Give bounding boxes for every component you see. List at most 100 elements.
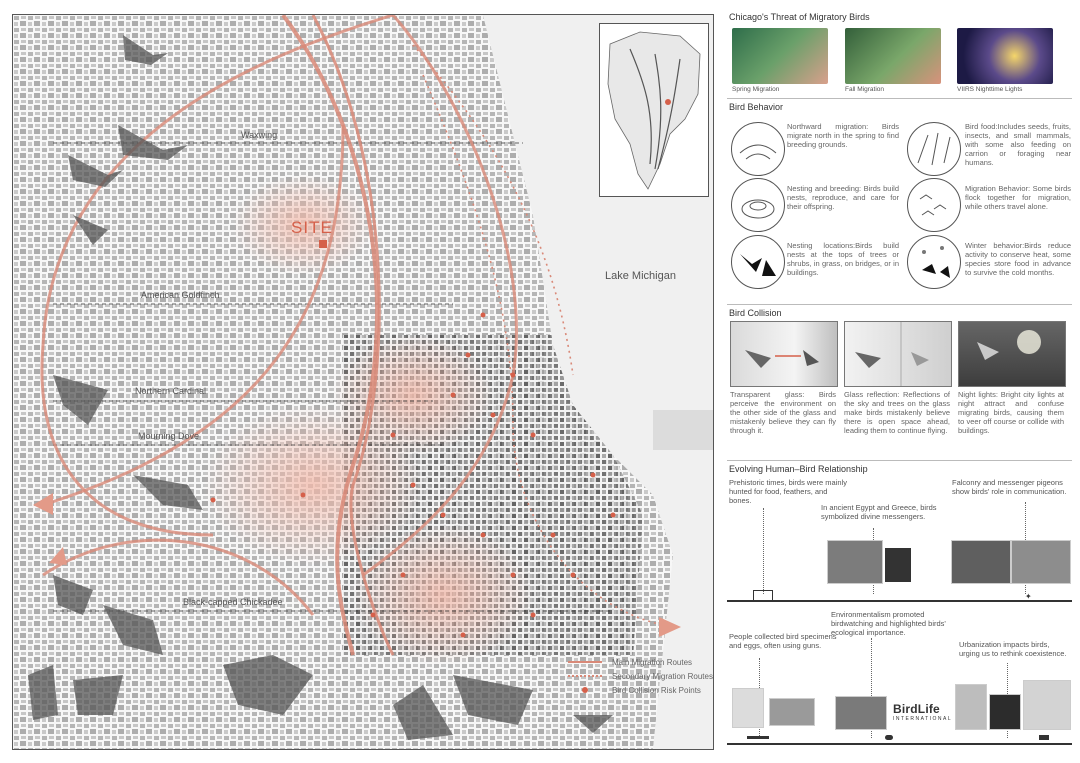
relationship-rule <box>727 460 1072 461</box>
collision-title: Bird Collision <box>729 308 782 318</box>
gull-3 <box>453 675 533 725</box>
relationship-text-0: Prehistoric times, birds were mainly hun… <box>729 478 847 505</box>
route-arrow-2 <box>49 547 67 565</box>
relationship-text-5: Urbanization impacts birds, urging us to… <box>959 640 1067 658</box>
timeline-leader-0 <box>763 508 764 594</box>
pier <box>653 410 713 450</box>
cardinal-2 <box>73 675 123 715</box>
winter-behavior-icon <box>907 235 961 289</box>
map-legend: Main Migration Routes Secondary Migratio… <box>568 655 713 697</box>
timeline-leader-4 <box>871 638 872 738</box>
collision-text-2: Night lights: Bright city lights at nigh… <box>958 390 1064 435</box>
behavior-text-2: Nesting and breeding: Birds build nests,… <box>787 184 899 211</box>
inset-route-3 <box>657 58 681 170</box>
bird-migration-sketch-icon <box>731 122 785 176</box>
threat-title: Chicago's Threat of Migratory Birds <box>729 12 870 22</box>
specimen-photo <box>732 688 764 728</box>
building-marker-icon <box>1039 735 1049 740</box>
main-route-5 <box>42 124 345 507</box>
bird-silhouettes <box>28 35 613 740</box>
binocular-marker-icon <box>885 735 893 740</box>
legend-risk-label: Bird Collision Risk Points <box>612 685 701 695</box>
nest-location-icon <box>731 235 785 289</box>
viirs-night-lights-map <box>957 28 1053 84</box>
north-america-inset-map <box>599 23 709 197</box>
relationship-text-1: In ancient Egypt and Greece, birds symbo… <box>821 503 937 521</box>
gull-1 <box>133 475 203 510</box>
bird-label-waxwing: Waxwing <box>241 130 278 140</box>
cardinal-1 <box>28 665 58 720</box>
bird-label-chickadee: Black-capped Chickadee <box>183 597 283 607</box>
nest-sketch-icon <box>731 178 785 232</box>
info-panel: Chicago's Threat of Migratory Birds Spri… <box>727 8 1072 756</box>
legend-secondary-swatch <box>568 671 602 681</box>
goose-1 <box>118 125 188 160</box>
viirs-caption: VIIRS Nighttime Lights <box>957 86 1023 93</box>
goose-2 <box>68 155 123 187</box>
timeline-axis-lower <box>727 743 1072 745</box>
inset-route-1 <box>629 48 652 165</box>
egg-collection-photo <box>769 698 815 726</box>
gun-marker-icon <box>747 736 769 739</box>
goose-4 <box>53 575 93 615</box>
goose-5 <box>103 605 163 655</box>
bird-label-goldfinch: American Goldfinch <box>141 290 220 300</box>
swallow-1 <box>73 215 108 245</box>
behavior-text-4: Nesting locations:Birds build nests at t… <box>787 241 899 277</box>
urban-bird-photo-2 <box>989 694 1021 730</box>
relationship-title: Evolving Human–Bird Relationship <box>729 464 868 474</box>
inset-route-2 <box>654 53 662 170</box>
site-marker <box>319 240 327 248</box>
map-canvas <box>13 15 713 749</box>
risk-glow-3 <box>353 525 533 665</box>
lake-label: Lake Michigan <box>605 270 676 282</box>
spring-migration-map <box>732 28 828 84</box>
inset-canvas <box>607 31 701 190</box>
horus-falcon-figure <box>885 548 911 582</box>
legend-main-swatch <box>568 657 602 667</box>
birdwatching-photo <box>835 696 887 730</box>
transparent-glass-image <box>730 321 838 387</box>
prehistoric-marker-icon <box>753 590 773 600</box>
inset-continent <box>607 31 701 190</box>
route-arrow-1 <box>33 493 53 515</box>
falcon-marker-icon: ✦ <box>1025 592 1032 601</box>
behavior-text-3: Migration Behavior: Some birds flock tog… <box>965 184 1071 211</box>
birdlife-logo-sub: INTERNATIONAL <box>893 716 953 722</box>
relationship-text-3: People collected bird specimens and eggs… <box>729 632 837 650</box>
inset-chicago-marker <box>665 99 671 105</box>
behavior-text-1: Bird food:Includes seeds, fruits, insect… <box>965 122 1071 167</box>
night-lights-image <box>958 321 1066 387</box>
behavior-text-5: Winter behavior:Birds reduce activity to… <box>965 241 1071 277</box>
timeline-axis-upper <box>727 600 1072 602</box>
bird-label-cardinal: Northern Cardinal <box>135 386 207 396</box>
legend-main-label: Main Migration Routes <box>612 657 693 667</box>
legend-risk-points: Bird Collision Risk Points <box>568 683 713 697</box>
swallow-2 <box>573 715 613 733</box>
legend-secondary-routes: Secondary Migration Routes <box>568 669 713 683</box>
falconry-photo <box>951 540 1011 584</box>
collision-text-1: Glass reflection: Reflections of the sky… <box>844 390 950 435</box>
main-route-2 <box>311 15 395 656</box>
pigeon-photo <box>1011 540 1071 584</box>
behavior-rule <box>727 98 1072 99</box>
goose-3 <box>123 35 168 65</box>
legend-main-routes: Main Migration Routes <box>568 655 713 669</box>
lake <box>483 15 713 749</box>
collision-rule <box>727 304 1072 305</box>
collision-text-0: Transparent glass: Birds perceive the en… <box>730 390 836 435</box>
site-label: SITE <box>291 218 333 237</box>
hawk-1 <box>53 375 108 425</box>
behavior-text-0: Northward migration: Birds migrate north… <box>787 122 899 149</box>
urban-bird-photo-3 <box>1023 680 1071 730</box>
birdlife-logo: BirdLife INTERNATIONAL <box>893 702 952 722</box>
glass-reflection-image <box>844 321 952 387</box>
legend-risk-swatch <box>568 685 602 695</box>
gull-2 <box>393 685 453 740</box>
chicago-migration-map: Waxwing American Goldfinch Northern Card… <box>12 14 714 750</box>
main-route-1 <box>281 15 379 656</box>
birdlife-logo-text: BirdLife <box>893 702 940 716</box>
relationship-text-4: Environmentalism promoted birdwatching a… <box>831 610 946 637</box>
spring-migration-caption: Spring Migration <box>732 86 780 93</box>
urban-bird-photo-1 <box>955 684 987 730</box>
